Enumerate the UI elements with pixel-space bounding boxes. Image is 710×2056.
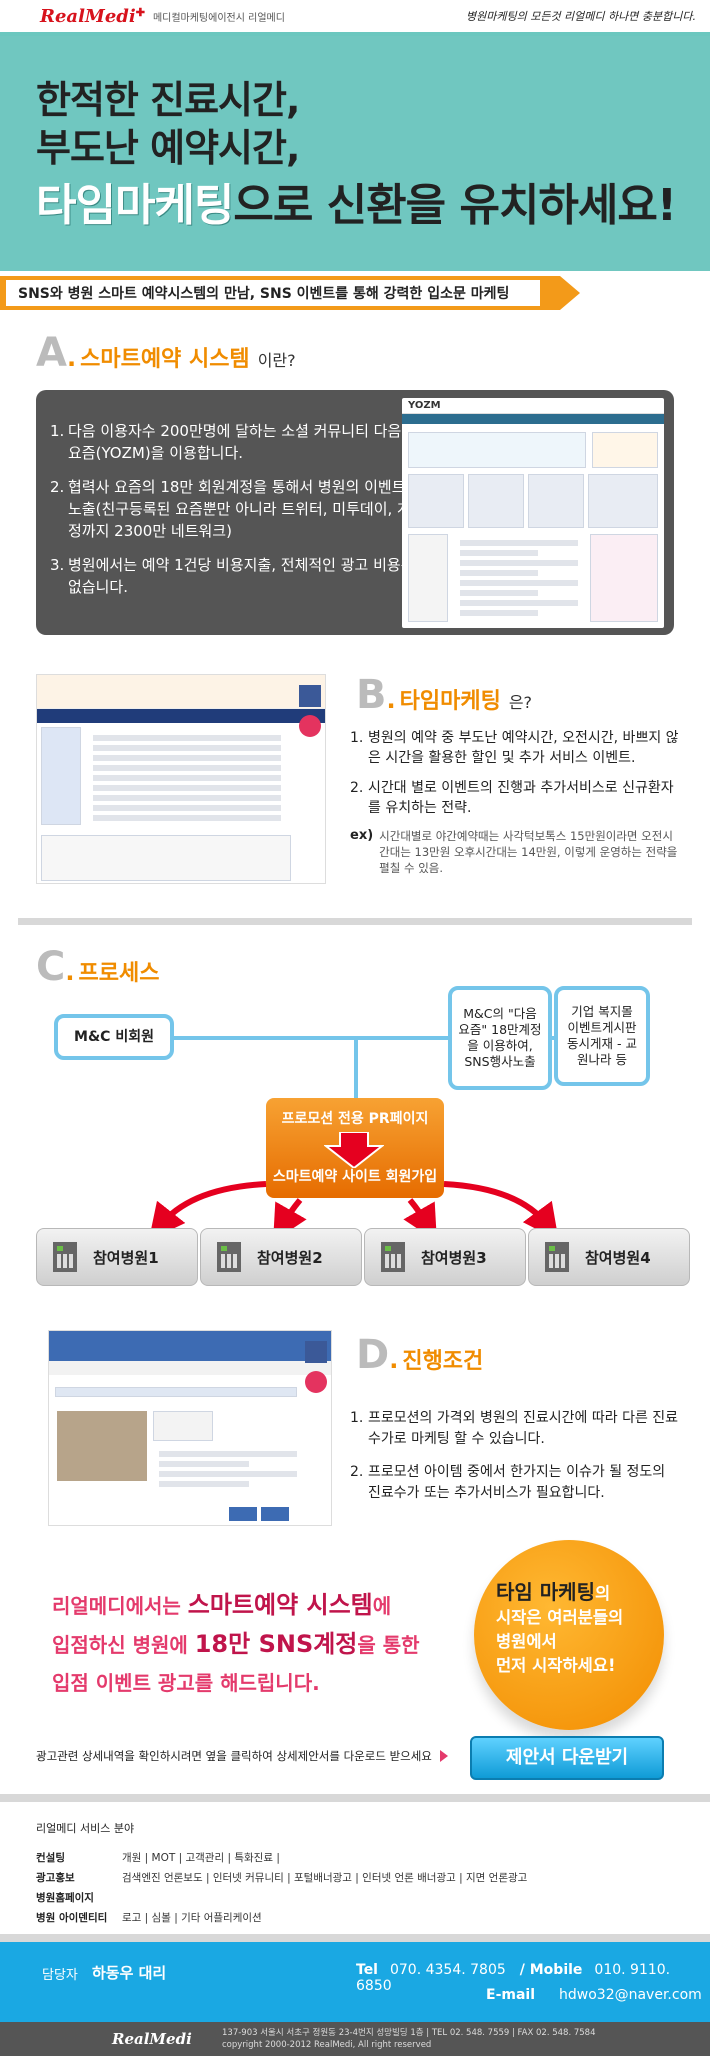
arrow-right-icon bbox=[439, 1750, 448, 1762]
top-slogan: 병원마케팅의 모든것 리얼메디 하나면 충분합니다. bbox=[465, 10, 696, 23]
list-item: 1.다음 이용자수 200만명에 달하는 소셜 커뮤니티 다음의 요즘(YOZM… bbox=[50, 422, 416, 462]
ribbon-banner: SNS와 병원 스마트 예약시스템의 만남, SNS 이벤트를 통해 강력한 입… bbox=[0, 276, 580, 310]
list-item: 3.병원에서는 예약 1건당 비용지출, 전체적인 광고 비용은 없습니다. bbox=[50, 556, 415, 596]
services-top-band bbox=[0, 1794, 710, 1802]
logo-subtitle: 메디컬마케팅에이전시 리얼메디 bbox=[152, 12, 285, 24]
list-item: 2.협력사 요즘의 18만 회원계정을 통해서 병원의 이벤트 노출(친구등록된… bbox=[50, 478, 411, 540]
hero-line-1: 한적한 진료시간, bbox=[36, 78, 300, 122]
yozm-sns-box: M&C의 "다음 요즘" 18만계정을 이용하여, SNS행사노출 bbox=[448, 986, 552, 1090]
flow-line bbox=[354, 1036, 358, 1098]
footer-logo: RealMedi bbox=[112, 2030, 192, 2048]
arrow-to-hospital-4 bbox=[443, 1181, 559, 1232]
section-a-list: 1.다음 이용자수 200만명에 달하는 소셜 커뮤니티 다음의 요즘(YOZM… bbox=[50, 420, 420, 610]
signup-label: 스마트예약 사이트 회원가입 bbox=[272, 1169, 438, 1185]
hospital-icon bbox=[217, 1242, 241, 1272]
email-link[interactable]: hdwo32@naver.com bbox=[559, 1987, 702, 2003]
yozm-logo: YOZM bbox=[402, 398, 664, 414]
time-marketing-circle: 타임 마케팅의 시작은 여러분들의 병원에서 먼저 시작하세요! bbox=[474, 1540, 664, 1730]
hospital-icon bbox=[545, 1242, 569, 1272]
section-b-list: 1.병원의 예약 중 부도난 예약시간, 오전시간, 바쁘지 않은 시간을 활용… bbox=[350, 728, 680, 828]
services-bottom-band bbox=[0, 1934, 710, 1942]
download-note: 광고관련 상세내역을 확인하시려면 옆을 클릭하여 상세제안서를 다운로드 받으… bbox=[36, 1748, 448, 1764]
list-item: 1.병원의 예약 중 부도난 예약시간, 오전시간, 바쁘지 않은 시간을 활용… bbox=[350, 730, 679, 766]
hospital-4: 참여병원4 bbox=[528, 1228, 690, 1286]
download-proposal-button[interactable]: 제안서 다운받기 bbox=[470, 1736, 664, 1780]
arrow-to-hospital-2 bbox=[273, 1198, 307, 1232]
flow-arrows bbox=[148, 1181, 559, 1232]
section-b-title: B . 타임마케팅 은? bbox=[356, 672, 533, 718]
contact-name: 하동우 대리 bbox=[92, 1964, 167, 1982]
hero-banner: 한적한 진료시간, 부도난 예약시간, 타임마케팅으로 신환을 유치하세요! bbox=[0, 36, 710, 271]
section-d-list: 1.프로모션의 가격외 병원의 진료시간에 따라 다른 진료수가로 마케팅 할 … bbox=[350, 1408, 680, 1516]
list-item: 2.프로모션 아이템 중에서 한가지는 이슈가 될 정도의 진료수가 또는 추가… bbox=[350, 1464, 666, 1501]
section-b-example: ex) 시간대별로 야간예약때는 사각턱보톡스 15만원이라면 오전시간대는 1… bbox=[350, 828, 678, 875]
yozm-screenshot: YOZM bbox=[402, 398, 664, 628]
realmedi-logo[interactable]: RealMedi✚ bbox=[40, 5, 145, 27]
flow-line bbox=[170, 1036, 456, 1040]
down-arrow-icon bbox=[324, 1132, 384, 1168]
hospital-icon bbox=[53, 1242, 77, 1272]
arrow-to-hospital-1 bbox=[148, 1181, 267, 1232]
welfare-mall-box: 기업 복지몰 이벤트게시판 동시게재 - 교원나라 등 bbox=[554, 986, 650, 1086]
section-d-title: D . 진행조건 bbox=[356, 1332, 484, 1378]
ribbon-arrow-icon bbox=[560, 276, 580, 310]
service-row: 병원홈페이지 bbox=[36, 1892, 94, 1904]
footer: RealMedi 137-903 서울시 서초구 정원동 23-4번지 성망빌딩… bbox=[0, 2022, 710, 2056]
list-item: 2.시간대 별로 이벤트의 진행과 추가서비스로 신규환자를 유치하는 전략. bbox=[350, 780, 674, 816]
arrow-to-hospital-3 bbox=[403, 1198, 437, 1232]
hero-highlight: 타임마케팅 bbox=[36, 180, 234, 231]
contact-label: 담당자 bbox=[42, 1968, 78, 1983]
promo-text: 리얼메디에서는 스마트예약 시스템에 입점하신 병원에 18만 SNS계정을 통… bbox=[52, 1591, 420, 1695]
services-title: 리얼메디 서비스 분야 bbox=[36, 1822, 135, 1835]
reservation-site-screenshot bbox=[36, 674, 326, 884]
pr-page-box: 프로모션 전용 PR페이지 스마트예약 사이트 회원가입 bbox=[266, 1098, 444, 1198]
hospital-2: 참여병원2 bbox=[200, 1228, 362, 1286]
section-a-title: A . 스마트예약 시스템 이란? bbox=[36, 330, 296, 376]
hospital-1: 참여병원1 bbox=[36, 1228, 198, 1286]
pr-page-label: 프로모션 전용 PR페이지 bbox=[281, 1111, 429, 1127]
hospital-icon bbox=[381, 1242, 405, 1272]
section-c-title: C . 프로세스 bbox=[36, 944, 160, 990]
hospital-page-screenshot bbox=[48, 1330, 332, 1526]
footer-address: 137-903 서울시 서초구 정원동 23-4번지 성망빌딩 1층 | TEL… bbox=[222, 2028, 596, 2050]
ribbon-text: SNS와 병원 스마트 예약시스템의 만남, SNS 이벤트를 통해 강력한 입… bbox=[6, 280, 540, 306]
mc-nonmember-box: M&C 비회원 bbox=[54, 1014, 174, 1060]
section-a-box: 1.다음 이용자수 200만명에 달하는 소셜 커뮤니티 다음의 요즘(YOZM… bbox=[36, 390, 674, 635]
hero-line-3: 타임마케팅으로 신환을 유치하세요! bbox=[36, 180, 677, 231]
section-divider bbox=[18, 918, 692, 925]
top-bar: RealMedi✚ 메디컬마케팅에이전시 리얼메디 병원마케팅의 모든것 리얼메… bbox=[0, 0, 710, 36]
list-item: 1.프로모션의 가격외 병원의 진료시간에 따라 다른 진료수가로 마케팅 할 … bbox=[350, 1410, 679, 1447]
hospital-3: 참여병원3 bbox=[364, 1228, 526, 1286]
hero-line-2: 부도난 예약시간, bbox=[36, 126, 300, 170]
